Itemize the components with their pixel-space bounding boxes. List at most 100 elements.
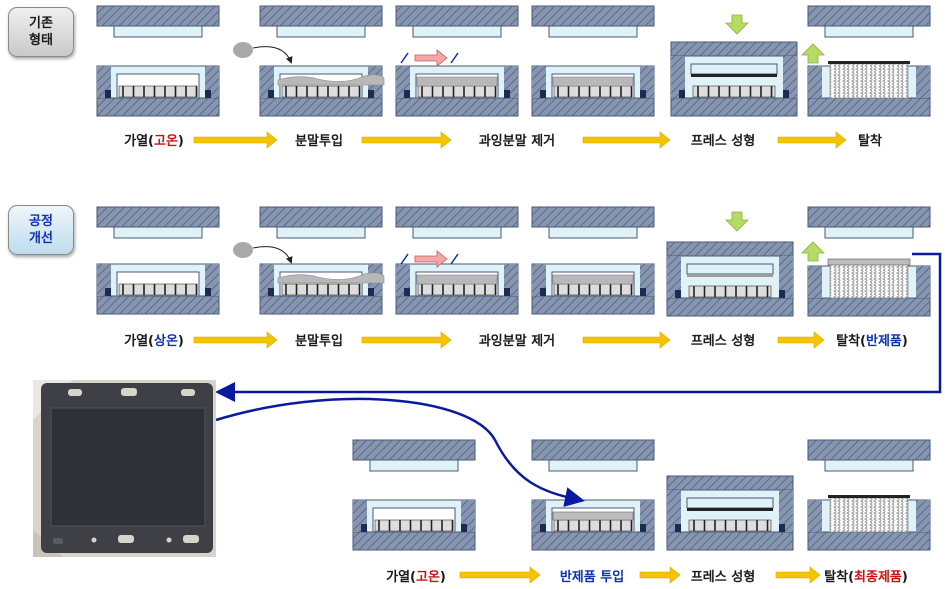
second-step-arrow-3	[775, 566, 821, 584]
press-punch	[686, 497, 774, 509]
released-plate	[828, 495, 910, 498]
row-existing	[96, 5, 931, 117]
improved-step-heat-temp: 상온	[154, 334, 178, 349]
upper-punch	[276, 25, 366, 38]
locating-pin-right	[640, 288, 646, 296]
improved-step-press: 프레스 성형	[690, 334, 756, 349]
press-wall-right	[779, 490, 793, 532]
locating-pin-right	[205, 90, 211, 98]
press-insert	[688, 285, 772, 298]
press-punch	[690, 63, 778, 75]
second-step-release-product: 최종제품	[854, 570, 902, 585]
release-up-arrow-improved	[801, 241, 825, 262]
locating-pin-left	[105, 90, 111, 98]
press-down-arrow-improved	[725, 211, 749, 232]
locating-pin-right	[368, 90, 374, 98]
improved-step-release-product: 반제품	[866, 334, 902, 349]
press-pin-right	[783, 90, 789, 98]
lower-mold-base	[395, 97, 519, 117]
existing-step-arrow-1	[193, 131, 278, 149]
press-upper-plate	[666, 475, 794, 491]
improved-scraper-blade-left	[400, 253, 409, 265]
press-insert	[688, 519, 772, 532]
second-step-release: 탈착(최종제품)	[824, 566, 908, 585]
second-step-arrow-2	[639, 566, 681, 584]
flow-line-to-photo	[215, 252, 942, 402]
press-wall-left	[671, 56, 685, 98]
lower-mold-base	[259, 97, 383, 117]
upper-punch	[548, 25, 638, 38]
release-wall-left	[808, 500, 822, 532]
release-upper-punch	[824, 226, 914, 239]
press-wall-right	[783, 56, 797, 98]
badge-existing-line1: 기존	[29, 16, 53, 31]
upper-punch	[113, 25, 203, 38]
lower-mold-base	[259, 295, 383, 315]
lower-mold-base	[531, 97, 655, 117]
release-lower-base	[807, 297, 931, 317]
locating-pin-left	[540, 288, 546, 296]
pressed-plate	[687, 274, 773, 277]
locating-pin-left	[361, 524, 367, 532]
existing-step-heat-text: 가열(	[124, 134, 154, 149]
improved-step-heat: 가열(상온)	[124, 330, 184, 349]
upper-punch	[548, 459, 638, 472]
locating-pin-left	[540, 524, 546, 532]
release-up-arrow-existing	[801, 43, 825, 64]
press-wall-right	[779, 256, 793, 298]
second-step-arrow-1	[459, 566, 541, 584]
powder-layer	[552, 76, 634, 87]
press-insert	[692, 85, 776, 98]
plate-photo	[33, 380, 216, 557]
released-semi-product	[827, 258, 911, 266]
locating-pin-right	[368, 288, 374, 296]
release-lower-base	[807, 97, 931, 117]
existing-step-remove: 과잉분말 제거	[478, 134, 556, 149]
press-pin-left	[675, 524, 681, 532]
existing-step-heat-close: )	[177, 134, 184, 149]
ejector-springs	[829, 263, 909, 299]
lower-mold-base	[96, 97, 220, 117]
improved-step-release-text: 탈착(	[836, 334, 867, 349]
improved-step-arrow-3	[582, 331, 671, 349]
powder-heap	[277, 74, 385, 86]
lower-mold-base	[531, 295, 655, 315]
row-improved	[96, 206, 931, 317]
press-lower-plate	[666, 297, 794, 317]
press-punch	[686, 263, 774, 275]
improved-step-powder: 분말투입	[295, 334, 343, 349]
upper-punch	[548, 226, 638, 239]
improved-step-release-close: )	[901, 334, 908, 349]
ejector-springs	[829, 497, 909, 533]
press-wall-left	[667, 490, 681, 532]
locating-pin-left	[404, 288, 410, 296]
existing-scraper-blade-right	[450, 52, 459, 64]
improved-powder-arrow	[252, 246, 293, 264]
second-step-heat-temp: 고온	[416, 570, 440, 585]
improved-step-heat-text: 가열(	[124, 334, 154, 349]
existing-step-arrow-3	[582, 131, 671, 149]
released-plate	[828, 61, 910, 64]
badge-existing: 기존 형태	[8, 7, 74, 57]
locating-pin-right	[640, 524, 646, 532]
pressed-plate	[687, 508, 773, 511]
release-wall-left	[808, 66, 822, 98]
existing-step-press: 프레스 성형	[690, 134, 756, 149]
lower-mold-base	[531, 531, 655, 551]
press-lower-plate	[670, 97, 798, 117]
improved-step-arrow-2	[361, 331, 452, 349]
press-upper-plate	[670, 41, 798, 57]
release-wall-right	[916, 66, 930, 98]
existing-step-heat-temp: 고온	[154, 134, 178, 149]
pressed-plate	[691, 74, 777, 77]
release-wall-right	[916, 500, 930, 532]
existing-step-heat: 가열(고온)	[124, 130, 184, 149]
existing-step-arrow-4	[777, 131, 847, 149]
locating-pin-right	[640, 90, 646, 98]
badge-existing-line2: 형태	[29, 33, 53, 48]
press-upper-plate	[666, 241, 794, 257]
badge-improved: 공정 개선	[8, 205, 74, 255]
row-second	[352, 439, 931, 551]
locating-pin-left	[268, 288, 274, 296]
